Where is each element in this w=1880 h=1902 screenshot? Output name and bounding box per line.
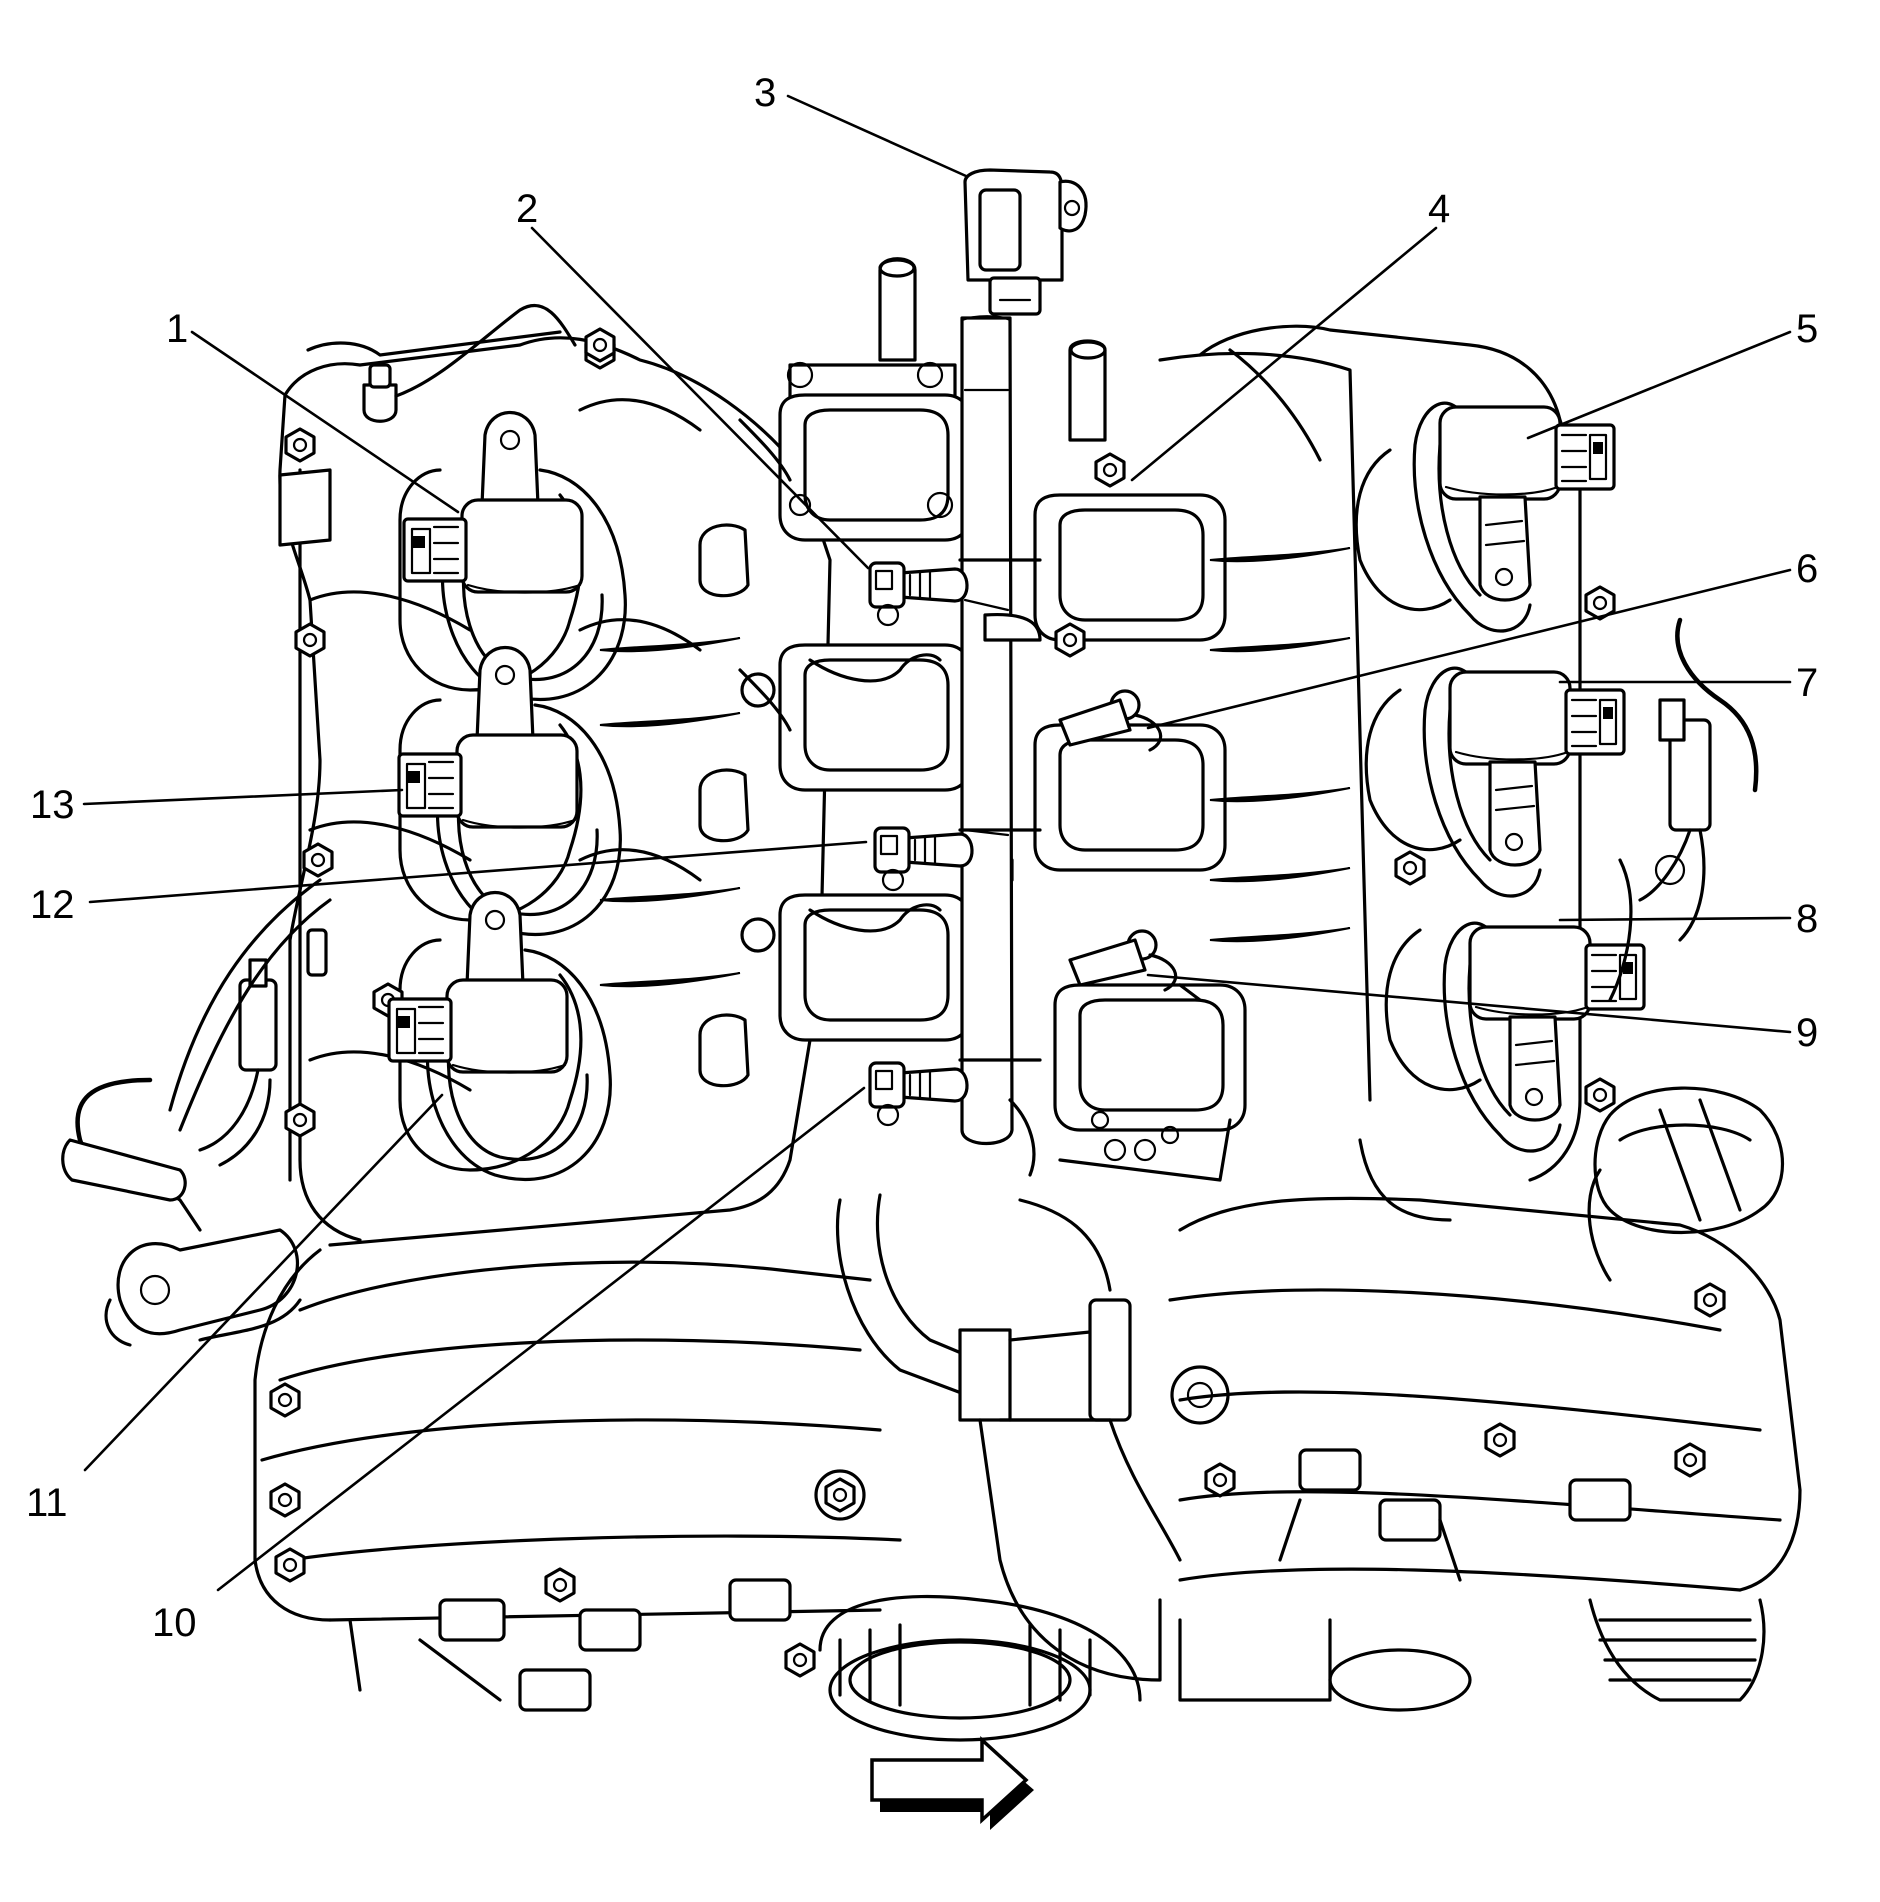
callout-1: 1 xyxy=(166,307,188,351)
engine-illustration xyxy=(61,168,1802,1742)
leader-line-4 xyxy=(1130,226,1438,482)
callout-6: 6 xyxy=(1796,547,1818,591)
callout-12: 12 xyxy=(30,883,75,927)
leader-line-6 xyxy=(1146,568,1792,730)
ignition-coil-11 xyxy=(387,890,612,1182)
ignition-coil-7 xyxy=(1422,666,1626,898)
leader-lines xyxy=(82,94,1792,1592)
callout-8: 8 xyxy=(1796,897,1818,941)
callout-4: 4 xyxy=(1428,187,1450,231)
callout-2: 2 xyxy=(516,187,538,231)
callout-10: 10 xyxy=(152,1601,197,1645)
leader-line-10 xyxy=(216,1086,866,1592)
leader-line-11 xyxy=(83,1093,444,1472)
ignition-coil-5 xyxy=(1412,401,1616,633)
leader-line-13 xyxy=(82,788,404,806)
right-arrow-icon xyxy=(870,1736,1034,1830)
fuel-injector-12 xyxy=(873,826,974,892)
callout-5: 5 xyxy=(1796,307,1818,351)
fuel-injector-6 xyxy=(1058,689,1163,752)
leader-line-9 xyxy=(1146,973,1792,1034)
fuel-injector-2 xyxy=(868,561,969,627)
leader-line-12 xyxy=(88,840,868,904)
ignition-coil-13 xyxy=(397,645,622,937)
leader-line-5 xyxy=(1526,330,1792,440)
callout-9: 9 xyxy=(1796,1011,1818,1055)
leader-line-1 xyxy=(190,330,460,514)
callout-3: 3 xyxy=(754,71,776,115)
callout-labels: 1 2 3 4 5 6 7 8 9 10 11 12 13 xyxy=(26,71,1818,1645)
leader-line-2 xyxy=(530,226,870,570)
fuel-injector-9 xyxy=(1068,929,1178,992)
callout-13: 13 xyxy=(30,783,75,827)
callout-11: 11 xyxy=(26,1481,68,1525)
leader-line-8 xyxy=(1558,916,1792,922)
callout-7: 7 xyxy=(1796,661,1818,705)
leader-line-3 xyxy=(786,94,968,178)
fuel-injector-10 xyxy=(868,1061,969,1127)
